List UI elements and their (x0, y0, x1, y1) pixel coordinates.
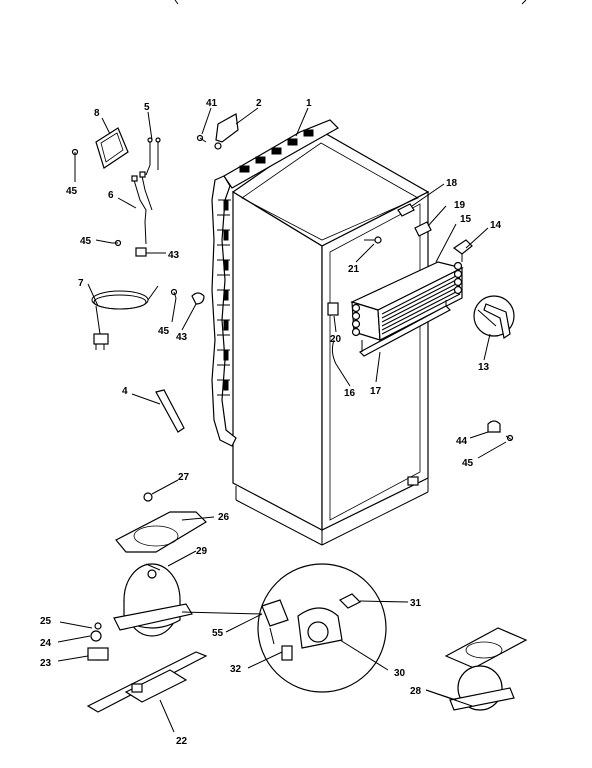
callout-22: 22 (176, 736, 188, 747)
callout-43: 43 (176, 332, 188, 343)
callout-18: 18 (446, 178, 458, 189)
screw-2 (214, 142, 222, 150)
bracket-2 (215, 113, 239, 143)
callout-45: 45 (158, 326, 170, 337)
callout-32: 32 (230, 664, 242, 675)
callout-43: 43 (168, 250, 180, 261)
callout-14: 14 (490, 220, 502, 231)
clip-43 (191, 292, 205, 305)
callout-28: 28 (410, 686, 422, 697)
callout-5: 5 (144, 102, 150, 113)
callout-13: 13 (478, 362, 490, 373)
mounting-plate (86, 651, 208, 713)
screw-45 (170, 288, 178, 299)
callout-19: 19 (454, 200, 466, 211)
screw-45 (71, 148, 79, 158)
callout-17: 17 (370, 386, 382, 397)
callout-7: 7 (78, 278, 84, 289)
screw-45 (112, 239, 122, 247)
clip-44 (487, 420, 501, 433)
screw-41 (196, 134, 207, 143)
callout-45: 45 (80, 236, 92, 247)
refrigerator-cabinet (231, 130, 430, 546)
power-cord (91, 285, 159, 350)
callout-23: 23 (40, 658, 52, 669)
bracket-13 (473, 295, 515, 339)
callout-6: 6 (108, 190, 114, 201)
callout-24: 24 (40, 638, 52, 649)
wire-harness (131, 137, 161, 257)
callout-55: 55 (212, 628, 224, 639)
screw-45 (505, 434, 514, 442)
callout-21: 21 (348, 264, 360, 275)
condenser-clip (397, 203, 432, 237)
callout-20: 20 (330, 334, 342, 345)
drain-tube (331, 339, 337, 365)
clamp-part (327, 302, 339, 316)
callout-41: 41 (206, 98, 218, 109)
callout-45: 45 (462, 458, 474, 469)
callout-29: 29 (196, 546, 208, 557)
leader-lines (57, 107, 507, 733)
compressor (113, 563, 193, 637)
screw-21 (364, 236, 382, 244)
cover-plate (95, 127, 129, 169)
callout-44: 44 (456, 436, 468, 447)
drain-tube-4 (155, 389, 185, 433)
callout-31: 31 (410, 598, 422, 609)
detail-inset (257, 563, 387, 693)
callout-26: 26 (218, 512, 230, 523)
callout-30: 30 (394, 668, 406, 679)
condenser-coil (350, 239, 473, 357)
hot-gas-loop (211, 119, 339, 447)
plug-27 (143, 492, 153, 502)
callout-4: 4 (122, 386, 128, 397)
callout-2: 2 (256, 98, 262, 109)
callout-8: 8 (94, 108, 100, 119)
grommet-stack (87, 622, 109, 661)
callout-1: 1 (306, 98, 312, 109)
callout-15: 15 (460, 214, 472, 225)
callout-labels: 1 2 4 5 6 7 8 13 14 15 16 17 18 19 20 21… (40, 98, 502, 747)
drain-pan (115, 511, 207, 553)
callout-27: 27 (178, 472, 190, 483)
compressor-assembly (444, 627, 528, 711)
callout-16: 16 (344, 388, 356, 399)
callout-45: 45 (66, 186, 78, 197)
callout-25: 25 (40, 616, 52, 627)
